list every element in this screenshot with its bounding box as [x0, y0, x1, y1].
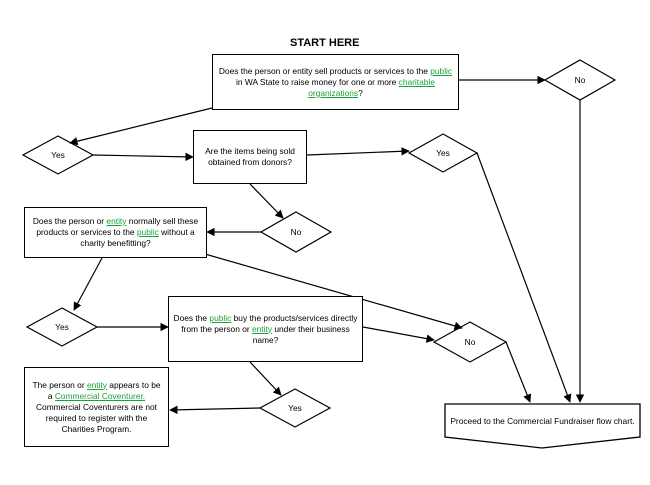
link-public[interactable]: public: [209, 312, 232, 323]
result-text: appears to be a: [47, 379, 161, 401]
link-charitable[interactable]: charitable: [398, 76, 435, 87]
result-box-commercial-fundraiser-shape: [444, 403, 641, 449]
question-box-buy-directly: Does the public buy the products/service…: [168, 296, 363, 362]
decision-label-yes: Yes: [288, 403, 302, 413]
decision-diamond-yes-bottom: [258, 388, 332, 428]
link-organizations[interactable]: organizations: [308, 87, 359, 98]
arrow-yes-to-commercial-coventurer: [169, 405, 261, 415]
arrow-q2-to-no: [249, 183, 284, 219]
link-entity[interactable]: entity: [251, 323, 273, 334]
decision-diamond-no-center: [259, 211, 333, 253]
arrow-yes-to-commercial-fundraiser: [476, 152, 572, 403]
decision-label-yes: Yes: [436, 148, 450, 158]
question-text: buy the products/services directly from …: [181, 312, 358, 334]
question-text: in WA State to raise money for one or mo…: [236, 76, 399, 87]
page-title: START HERE: [290, 37, 360, 49]
link-entity[interactable]: entity: [106, 216, 127, 226]
arrow-q4-to-no: [362, 326, 435, 343]
link-public[interactable]: public: [136, 227, 159, 237]
decision-label-yes: Yes: [51, 150, 65, 160]
arrow-yes-to-q2: [92, 152, 194, 162]
decision-label-no: No: [574, 75, 586, 85]
question-text: ?: [358, 87, 363, 98]
arrow-no-to-commercial-fundraiser-lower: [505, 341, 532, 403]
decision-diamond-yes-mid-right: [407, 133, 479, 173]
decision-diamond-yes-left: [21, 135, 95, 175]
question-box-items-from-donors: Are the items being sold obtained from d…: [193, 130, 307, 184]
result-text: The person or: [32, 379, 87, 390]
arrow-q2-to-yes: [306, 147, 410, 156]
question-text: Does the: [173, 312, 210, 323]
result-text: Commercial Coventurers are not required …: [35, 401, 158, 434]
decision-label-no: No: [464, 337, 476, 347]
arrow-q4-to-yes: [249, 361, 282, 396]
link-entity[interactable]: entity: [86, 379, 107, 390]
question-text: Are the items being sold obtained from d…: [205, 146, 295, 167]
result-text: Proceed to the Commercial Fundraiser flo…: [450, 415, 635, 426]
decision-label-no: No: [290, 227, 302, 237]
question-text: under their business name?: [252, 323, 350, 345]
arrow-q3-to-yes: [73, 257, 103, 311]
question-text: Does the person or entity sell products …: [218, 65, 431, 76]
arrow-q1-to-yes: [69, 107, 213, 146]
arrow-q3-to-no: [204, 253, 463, 330]
result-box-commercial-coventurer: The person or entity appears to be a Com…: [24, 367, 169, 447]
decision-diamond-no-right-lower: [432, 321, 508, 363]
question-box-normally-sell: Does the person or entity normally sell …: [24, 207, 207, 258]
question-text: Does the person or: [32, 216, 107, 226]
link-public[interactable]: public: [430, 65, 453, 76]
result-box-commercial-fundraiser: Proceed to the Commercial Fundraiser flo…: [450, 406, 635, 436]
question-text: normally sell these products or services…: [36, 216, 199, 237]
decision-label-yes: Yes: [55, 322, 69, 332]
question-text: without a charity benefitting?: [80, 227, 195, 248]
link-commercial-coventurer[interactable]: Commercial Coventurer.: [54, 390, 146, 401]
decision-diamond-yes-left-lower: [25, 307, 99, 347]
question-box-sell-products: Does the person or entity sell products …: [212, 54, 459, 110]
